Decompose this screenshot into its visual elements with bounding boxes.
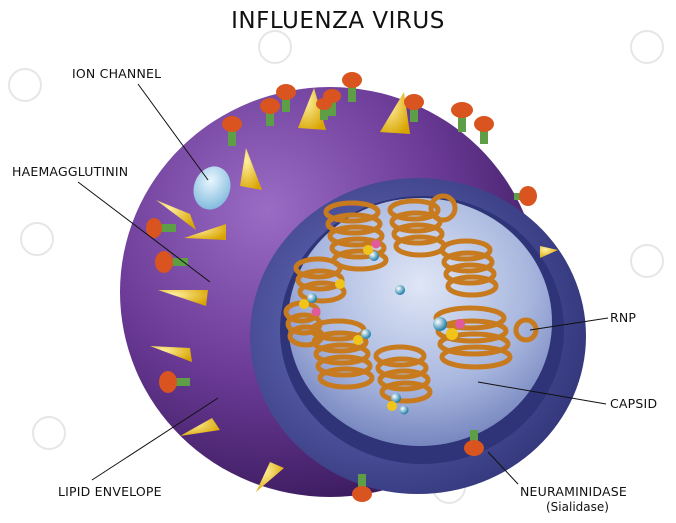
label-neuraminidase-sub: (Sialidase) bbox=[546, 500, 609, 514]
diagram-title: INFLUENZA VIRUS bbox=[0, 8, 676, 34]
label-capsid: CAPSID bbox=[610, 396, 657, 411]
label-haemagglutinin: HAEMAGGLUTININ bbox=[12, 164, 128, 179]
label-neuraminidase: NEURAMINIDASE bbox=[520, 484, 627, 499]
label-ion-channel: ION CHANNEL bbox=[72, 66, 161, 81]
label-lipid-envelope: LIPID ENVELOPE bbox=[58, 484, 162, 499]
label-rnp: RNP bbox=[610, 310, 636, 325]
